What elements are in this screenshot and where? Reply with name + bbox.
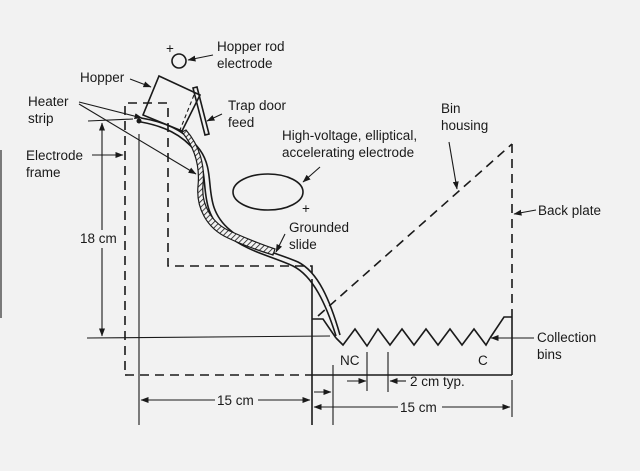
heater-arrow-2 (78, 103, 197, 175)
grounded-slide-label-2: slide (289, 237, 317, 252)
dim-18-label: 18 cm (80, 231, 117, 246)
bin-housing-label-2: housing (441, 118, 488, 133)
collection-bins-zigzag (335, 327, 491, 348)
dim-18-top-ext (87, 118, 134, 122)
back-plate-label: Back plate (538, 203, 601, 218)
bin-right-lip (489, 316, 512, 339)
hopper-rod-label-2: electrode (217, 56, 273, 71)
collection-bins-label-2: bins (537, 347, 562, 362)
trap-door-label: Trap door (228, 98, 287, 113)
hopper-inner-dashed (179, 94, 195, 131)
heater-arrow-1 (78, 101, 143, 120)
bin-housing-arrow (448, 141, 459, 190)
dim-18-bottom-ext (86, 335, 331, 339)
heater-hatched-strip (181, 129, 276, 256)
back-plate-arrow (513, 209, 537, 216)
heater-strip-label-2: strip (28, 111, 54, 126)
bin-left-lip (312, 318, 337, 339)
trap-door (192, 86, 210, 136)
bin-housing-label: Bin (441, 101, 461, 116)
hopper (141, 74, 202, 133)
hv-electrode-label-2: accelerating electrode (282, 145, 414, 160)
grounded-slide-label: Grounded (289, 220, 349, 235)
hv-electrode-label: High-voltage, elliptical, (282, 128, 417, 143)
trap-door-arrow (206, 113, 223, 122)
bin-housing (317, 143, 513, 317)
hopper-arrow (129, 78, 152, 88)
hv-electrode-arrow (302, 166, 321, 183)
grounded-slide-arrow (275, 233, 286, 253)
dim-15-left-label: 15 cm (217, 393, 254, 408)
hopper-label: Hopper (80, 70, 125, 85)
heater-strip-dot (136, 118, 142, 124)
hopper-rod-electrode (171, 53, 187, 69)
hv-elliptical-electrode (232, 173, 304, 211)
trap-door-label-2: feed (228, 115, 254, 130)
heater-strip-label: Heater (28, 94, 69, 109)
hv-electrode-plus-sign: + (302, 201, 310, 216)
hopper-rod-label: Hopper rod (217, 39, 285, 54)
collection-bins-label: Collection (537, 330, 596, 345)
dim-2-label: 2 cm typ. (410, 374, 465, 389)
dim-15-right-label: 15 cm (400, 400, 437, 415)
electrode-frame (124, 102, 313, 370)
electrode-frame-label-2: frame (26, 165, 61, 180)
hopper-rod-plus-sign: + (166, 41, 174, 56)
hopper-rod-arrow (187, 54, 214, 62)
nc-bin-label: NC (340, 353, 360, 368)
c-bin-label: C (478, 353, 488, 368)
electrode-frame-label: Electrode (26, 148, 83, 163)
